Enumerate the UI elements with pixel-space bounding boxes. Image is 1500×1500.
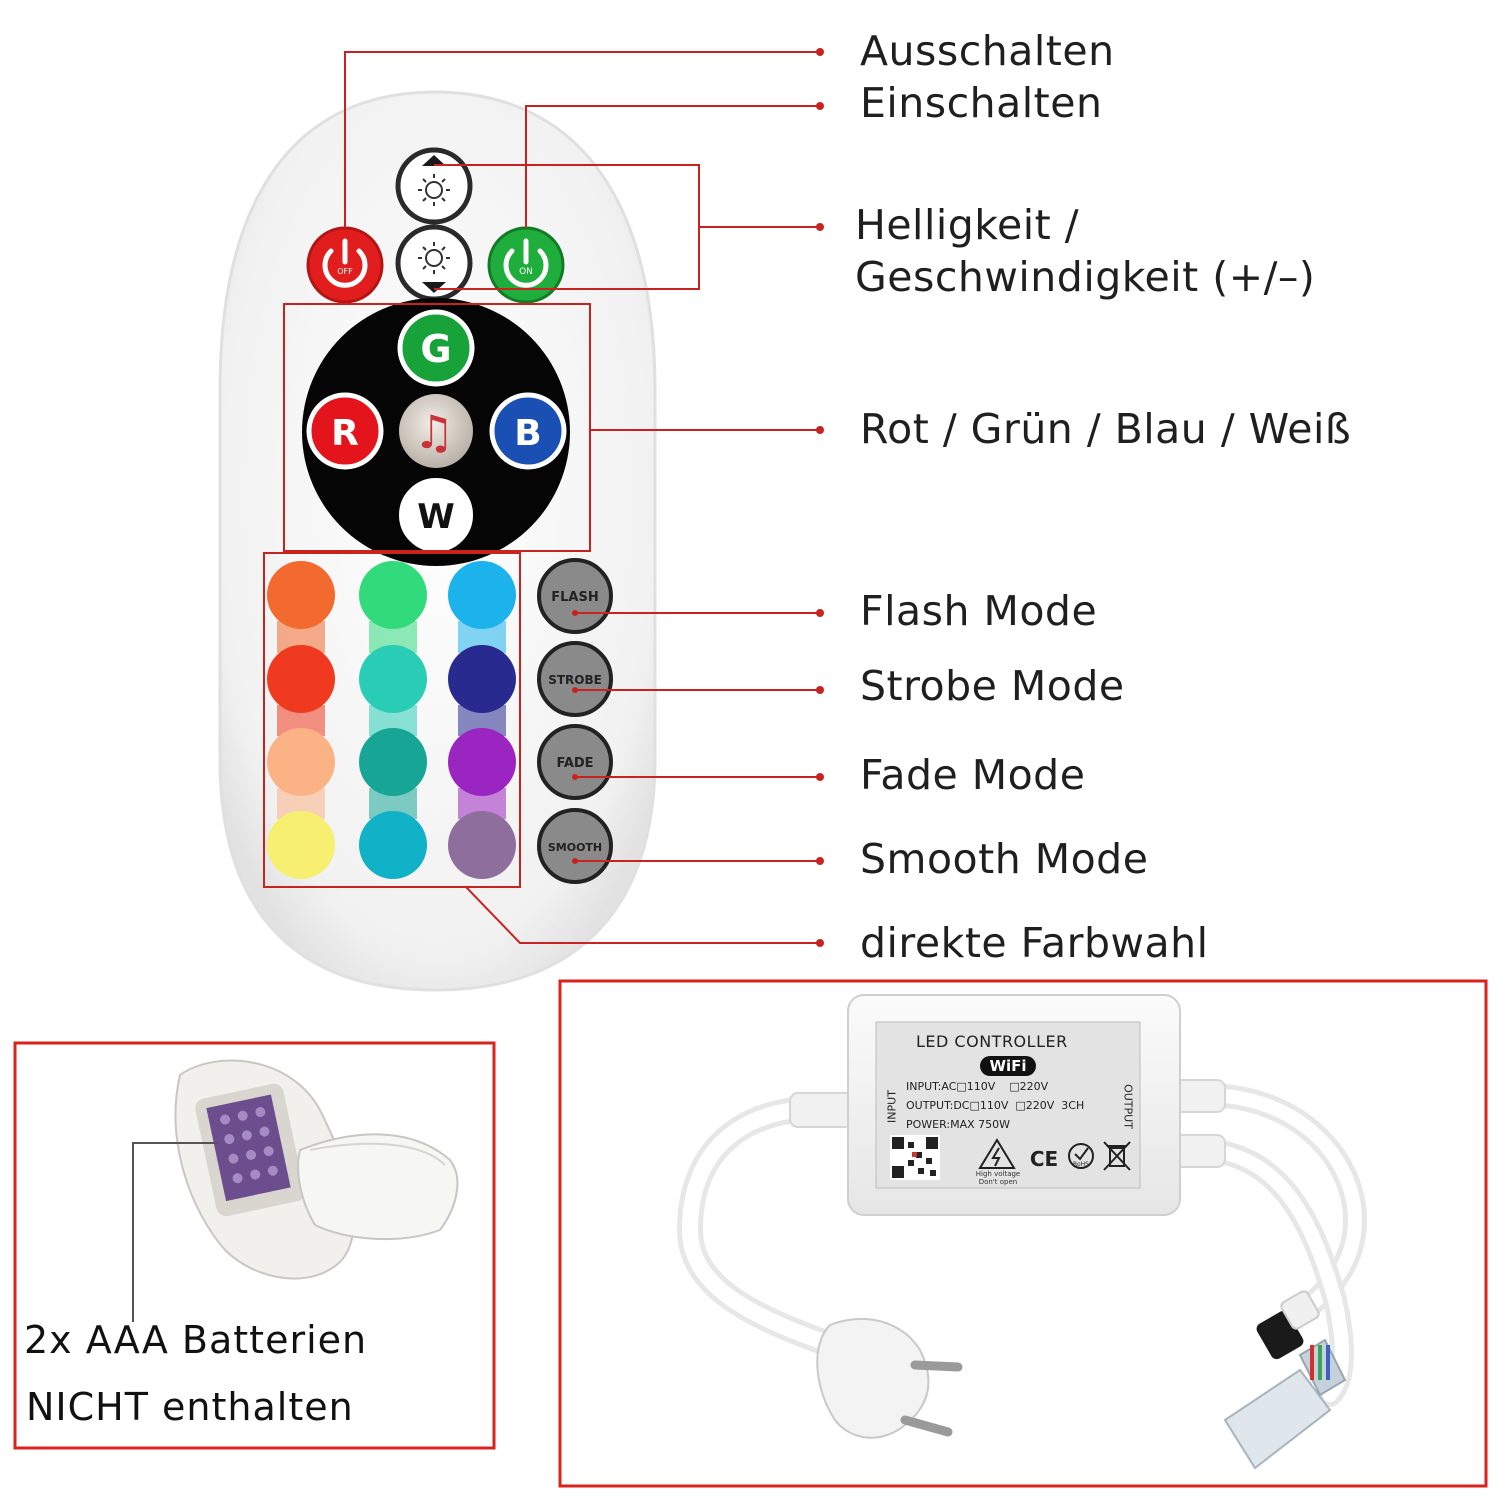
battery-leader-line <box>132 1142 218 1322</box>
leader-dots <box>572 48 824 947</box>
warning-text-2: Don't open <box>979 1178 1017 1186</box>
ce-mark: CE <box>1030 1147 1058 1171</box>
label-flash: Flash Mode <box>860 587 1098 635</box>
rohs-icon <box>1068 1143 1094 1169</box>
color-swatch-button[interactable] <box>267 811 335 879</box>
off-button[interactable]: OFF <box>306 226 384 304</box>
warning-text-1: High voltage <box>976 1170 1020 1178</box>
battery-note-line-2: NICHT enthalten <box>26 1385 354 1429</box>
controller-photo: WiFi High voltage Don't open CE RoHS <box>676 994 1368 1470</box>
brightness-up-button[interactable] <box>395 147 473 225</box>
controller-power-line: POWER:MAX 750W <box>906 1118 1011 1131</box>
controller-title: LED CONTROLLER <box>916 1032 1068 1051</box>
color-swatch-button[interactable] <box>448 811 516 879</box>
red-button-label: R <box>331 413 359 454</box>
fade-button[interactable]: FADE <box>537 724 613 800</box>
sun-icon <box>418 242 450 274</box>
controller-output-side: OUTPUT <box>1121 1084 1135 1129</box>
off-button-label: OFF <box>337 267 353 276</box>
rgbw-highlight-box <box>283 303 591 552</box>
color-grid-highlight-box <box>263 552 521 888</box>
qr-code-icon <box>890 1135 940 1180</box>
label-brightness-1: Helligkeit / <box>855 201 1080 249</box>
color-swatch-button[interactable] <box>448 561 516 629</box>
label-brightness-2: Geschwindigkeit (+/–) <box>855 253 1316 301</box>
flash-button[interactable]: FLASH <box>537 558 613 634</box>
color-swatch-button[interactable] <box>359 645 427 713</box>
label-rgbw: Rot / Grün / Blau / Weiß <box>860 405 1352 453</box>
controller-input-line: INPUT:AC□110V □220V <box>906 1080 1049 1093</box>
white-button-label: W <box>417 497 455 537</box>
label-off: Ausschalten <box>860 27 1115 75</box>
leader-lines <box>344 51 820 944</box>
label-on: Einschalten <box>860 79 1103 127</box>
power-icon <box>322 238 368 288</box>
controller-input-side: INPUT <box>885 1090 899 1123</box>
smooth-button[interactable]: SMOOTH <box>537 808 613 884</box>
color-swatch-button[interactable] <box>359 561 427 629</box>
strobe-button-label: STROBE <box>548 673 602 687</box>
high-voltage-warning-icon <box>978 1138 1016 1169</box>
white-button[interactable]: W <box>397 476 475 554</box>
strobe-button[interactable]: STROBE <box>537 641 613 717</box>
wifi-badge <box>980 1056 1036 1076</box>
color-swatch-button[interactable] <box>448 728 516 796</box>
color-swatch-button[interactable] <box>267 728 335 796</box>
power-icon <box>503 238 549 288</box>
blue-button-label: B <box>514 413 541 454</box>
color-swatch-button[interactable] <box>359 728 427 796</box>
flash-button-label: FLASH <box>551 590 598 605</box>
fade-button-label: FADE <box>556 756 593 771</box>
music-button[interactable]: ♫ <box>399 394 473 468</box>
color-swatch-button[interactable] <box>359 811 427 879</box>
color-swatch-button[interactable] <box>267 561 335 629</box>
blue-button[interactable]: B <box>489 392 567 470</box>
label-direct-color: direkte Farbwahl <box>860 919 1209 967</box>
on-button[interactable]: ON <box>487 226 565 304</box>
label-smooth: Smooth Mode <box>860 835 1149 883</box>
battery-remote-photo <box>174 1059 459 1280</box>
label-fade: Fade Mode <box>860 751 1086 799</box>
color-grid <box>267 561 516 879</box>
sun-icon <box>418 174 450 206</box>
color-swatch-button[interactable] <box>267 645 335 713</box>
label-strobe: Strobe Mode <box>860 662 1125 710</box>
rohs-label: RoHS <box>1073 1161 1089 1168</box>
weee-bin-icon <box>1103 1141 1131 1171</box>
controller-output-line: OUTPUT:DC□110V □220V 3CH <box>906 1099 1085 1112</box>
smooth-button-label: SMOOTH <box>548 841 602 854</box>
battery-note-line-1: 2x AAA Batterien <box>24 1318 368 1362</box>
wifi-badge-label: WiFi <box>989 1057 1026 1075</box>
music-note-icon: ♫ <box>413 405 454 459</box>
color-swatch-button[interactable] <box>448 645 516 713</box>
on-button-label: ON <box>519 267 533 277</box>
red-button[interactable]: R <box>306 392 384 470</box>
green-button-label: G <box>420 327 451 371</box>
green-button[interactable]: G <box>397 309 475 387</box>
